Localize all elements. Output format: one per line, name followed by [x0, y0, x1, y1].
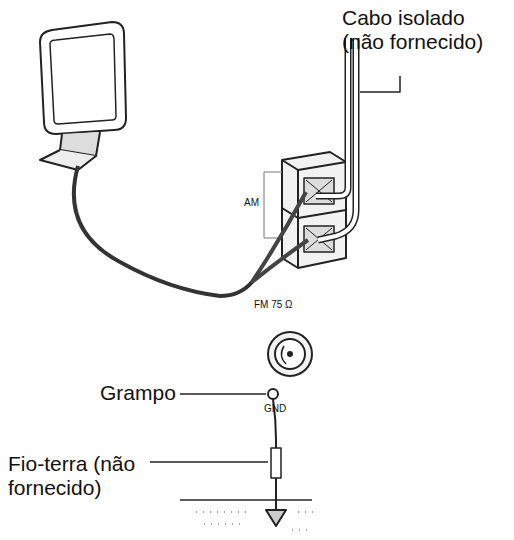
insulated-cable	[316, 38, 348, 196]
terminal-label: GND	[264, 404, 294, 415]
loop-antenna	[40, 22, 126, 134]
antenna-terminal-block	[264, 152, 346, 268]
terminal-label-slot: GND	[264, 404, 294, 415]
am-wire	[74, 166, 252, 296]
terminal-label-slot: FM 75 Ω	[254, 300, 296, 311]
leader-line	[150, 461, 268, 463]
ground-surface	[180, 499, 312, 501]
part-label-slot: Fio-terra (não fornecido)	[8, 452, 168, 500]
fm-connector	[268, 332, 312, 376]
cable-label-slot: Cabo isolado (não fornecido)	[342, 6, 502, 54]
ground-rod	[266, 510, 286, 526]
terminal-label: AM	[244, 198, 268, 209]
part-label: Fio-terra (não fornecido)	[8, 452, 168, 500]
part-label-slot: Grampo	[100, 381, 190, 405]
clamp	[268, 389, 278, 399]
leader-line	[180, 393, 266, 395]
part-label: Grampo	[100, 381, 190, 405]
leader-line	[360, 76, 400, 92]
terminal-label-slot: AM	[244, 198, 268, 209]
terminal-label: FM 75 Ω	[254, 300, 296, 311]
cable-label: Cabo isolado (não fornecido)	[342, 6, 502, 54]
